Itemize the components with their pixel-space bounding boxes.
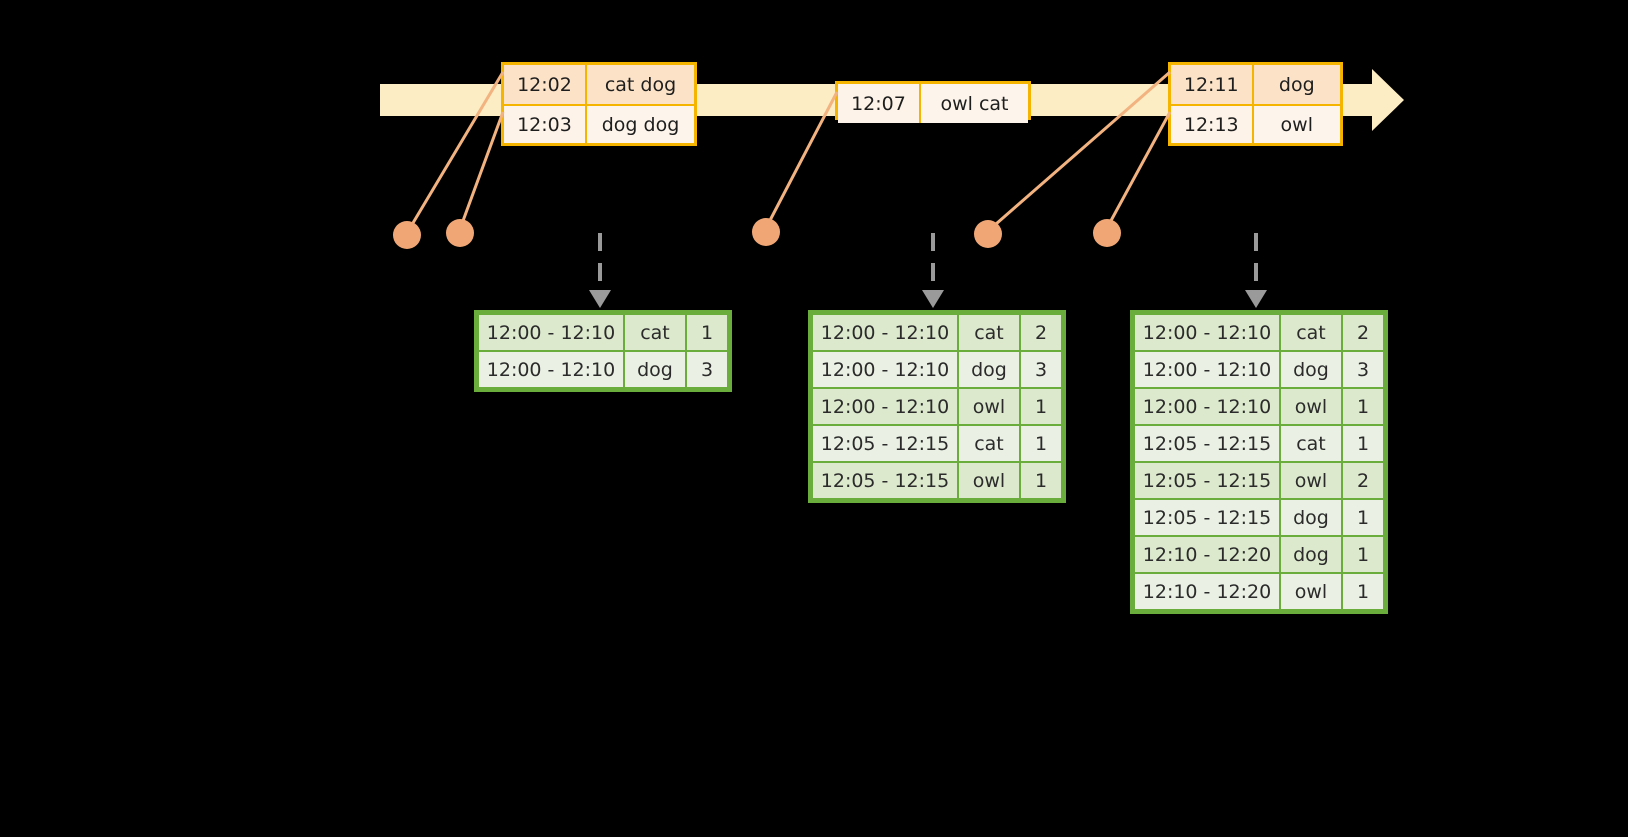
event-words: owl — [1251, 106, 1340, 143]
count-cell: 2 — [1021, 315, 1061, 350]
window-cell: 12:05 - 12:15 — [1135, 463, 1279, 498]
key-cell: dog — [1281, 537, 1341, 572]
event-time: 12:02 — [504, 65, 585, 104]
emit-arrow-1 — [589, 233, 611, 308]
window-cell: 12:05 - 12:15 — [813, 426, 957, 461]
key-cell: dog — [1281, 500, 1341, 535]
event-words: dog — [1251, 65, 1340, 104]
window-cell: 12:00 - 12:10 — [1135, 352, 1279, 387]
count-cell: 3 — [1021, 352, 1061, 387]
key-cell: owl — [1281, 389, 1341, 424]
count-cell: 1 — [1021, 426, 1061, 461]
event-row: 12:11 dog — [1171, 65, 1340, 104]
key-cell: cat — [959, 315, 1019, 350]
count-cell: 1 — [1021, 463, 1061, 498]
event-time: 12:07 — [838, 84, 919, 123]
count-cell: 2 — [1343, 463, 1383, 498]
event-row: 12:02 cat dog — [504, 65, 694, 104]
key-cell: cat — [1281, 315, 1341, 350]
event-dot — [446, 219, 474, 247]
window-cell: 12:05 - 12:15 — [1135, 500, 1279, 535]
event-words: owl cat — [918, 84, 1028, 123]
key-cell: cat — [625, 315, 685, 350]
event-dot — [752, 218, 780, 246]
window-cell: 12:10 - 12:20 — [1135, 537, 1279, 572]
key-cell: cat — [959, 426, 1019, 461]
window-cell: 12:00 - 12:10 — [1135, 389, 1279, 424]
window-cell: 12:05 - 12:15 — [813, 463, 957, 498]
event-dot — [393, 221, 421, 249]
count-cell: 3 — [1343, 352, 1383, 387]
window-cell: 12:00 - 12:10 — [1135, 315, 1279, 350]
count-cell: 1 — [1343, 574, 1383, 609]
window-cell: 12:00 - 12:10 — [479, 315, 623, 350]
timeline-arrow-icon — [1372, 69, 1404, 131]
key-cell: owl — [1281, 463, 1341, 498]
key-cell: dog — [959, 352, 1019, 387]
key-cell: dog — [625, 352, 685, 387]
key-cell: owl — [959, 463, 1019, 498]
count-cell: 1 — [1343, 389, 1383, 424]
count-cell: 1 — [687, 315, 727, 350]
key-cell: cat — [1281, 426, 1341, 461]
event-words: dog dog — [584, 106, 694, 143]
key-cell: owl — [959, 389, 1019, 424]
count-cell: 1 — [1343, 537, 1383, 572]
event-time: 12:11 — [1171, 65, 1252, 104]
window-cell: 12:00 - 12:10 — [813, 389, 957, 424]
event-words: cat dog — [584, 65, 694, 104]
window-cell: 12:00 - 12:10 — [479, 352, 623, 387]
event-box-2: 12:07 owl cat — [835, 81, 1031, 123]
event-time: 12:13 — [1171, 106, 1252, 143]
window-cell: 12:00 - 12:10 — [813, 315, 957, 350]
count-cell: 2 — [1343, 315, 1383, 350]
count-cell: 1 — [1021, 389, 1061, 424]
event-dot — [974, 220, 1002, 248]
event-row: 12:03 dog dog — [504, 104, 694, 143]
event-box-1: 12:02 cat dog 12:03 dog dog — [501, 62, 697, 146]
connector-line — [458, 111, 505, 230]
window-cell: 12:10 - 12:20 — [1135, 574, 1279, 609]
event-time: 12:03 — [504, 106, 585, 143]
event-box-3: 12:11 dog 12:13 owl — [1168, 62, 1343, 146]
window-cell: 12:00 - 12:10 — [813, 352, 957, 387]
emit-arrow-3 — [1245, 233, 1267, 308]
window-cell: 12:05 - 12:15 — [1135, 426, 1279, 461]
emit-arrow-2 — [922, 233, 944, 308]
key-cell: dog — [1281, 352, 1341, 387]
count-cell: 1 — [1343, 426, 1383, 461]
count-cell: 3 — [687, 352, 727, 387]
event-row: 12:13 owl — [1171, 104, 1340, 143]
connector-line — [1105, 111, 1172, 229]
event-row: 12:07 owl cat — [838, 84, 1028, 123]
event-dot — [1093, 219, 1121, 247]
key-cell: owl — [1281, 574, 1341, 609]
count-cell: 1 — [1343, 500, 1383, 535]
